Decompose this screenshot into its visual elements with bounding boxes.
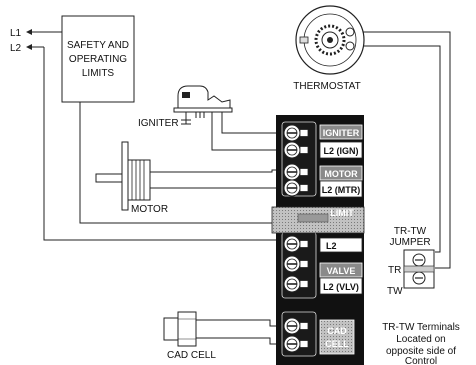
motor <box>95 141 151 211</box>
safety-limits-box <box>61 15 135 103</box>
note-line4: Control <box>405 356 437 365</box>
valve-tab <box>319 262 363 278</box>
jumper-label-line2: JUMPER <box>389 237 430 248</box>
cad-tab-line1: CAD <box>327 326 347 336</box>
cad-cell <box>163 311 197 347</box>
vlv-tab <box>319 277 363 295</box>
mtr-tab-label: L2 (MTR) <box>322 185 361 195</box>
l2-tab-label: L2 <box>326 241 337 251</box>
valve-tab-label: VALVE <box>327 266 356 276</box>
tr-label: TR <box>388 265 401 276</box>
ign-tab-label: L2 (IGN) <box>324 146 359 156</box>
note-line3: opposite side of <box>386 346 456 357</box>
igniter-label: IGNITER <box>138 118 179 129</box>
cad-cell-label: CAD CELL <box>167 350 216 361</box>
note-line1: TR-TW Terminals <box>382 322 460 333</box>
ign-tab <box>319 141 363 159</box>
motor-tab-label: MOTOR <box>324 169 358 179</box>
l2-tab <box>319 237 363 253</box>
safety-limits-line2: OPERATING <box>69 54 127 65</box>
igniter-tab <box>319 124 363 140</box>
igniter <box>173 85 233 125</box>
motor-tab <box>319 165 363 181</box>
l1-arrow <box>26 29 62 35</box>
vlv-tab-label: L2 (VLV) <box>323 282 359 292</box>
note-line2: Located on <box>396 334 446 345</box>
mtr-tab <box>319 180 363 198</box>
l1-label: L1 <box>10 28 22 39</box>
jumper-label-line1: TR-TW <box>394 226 427 237</box>
cad-tab-line2: CELL <box>325 339 349 349</box>
safety-limits-line1: SAFETY AND <box>67 40 129 51</box>
thermostat-label: THERMOSTAT <box>293 81 360 92</box>
thermostat <box>295 5 365 75</box>
tw-label: TW <box>387 286 403 297</box>
l2-label: L2 <box>10 43 22 54</box>
safety-limits-line3: LIMITS <box>82 68 115 79</box>
limit-tab-label: LIMIT <box>330 208 354 218</box>
cad-cell-tab <box>319 319 355 355</box>
limit-band <box>271 206 365 234</box>
l2-arrow <box>26 44 44 50</box>
igniter-tab-label: IGNITER <box>323 128 360 138</box>
motor-label: MOTOR <box>131 204 168 215</box>
tr-tw-jumper <box>403 249 435 289</box>
